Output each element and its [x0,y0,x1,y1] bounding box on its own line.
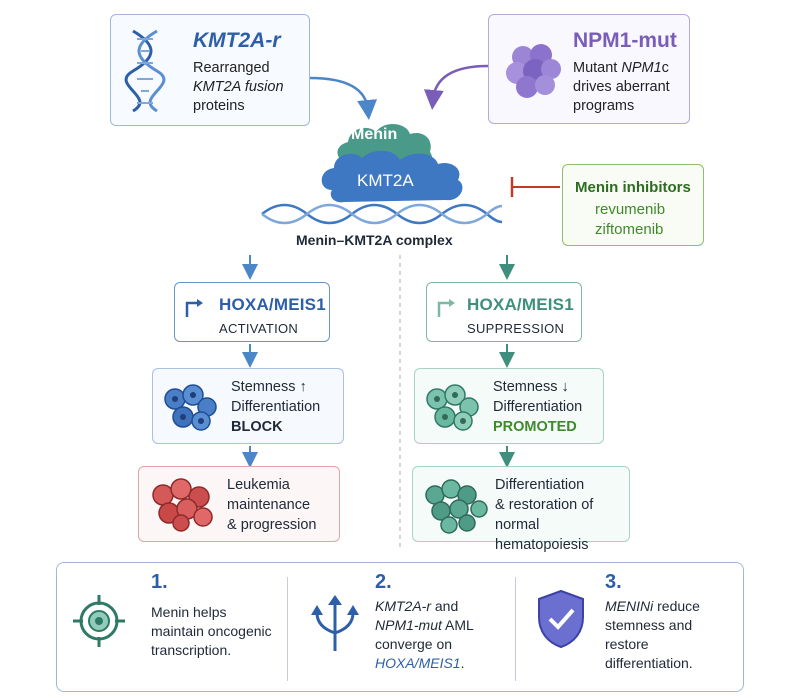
protein-cluster-icon [506,44,561,98]
left-promoter-title: HOXA/MEIS1 [219,295,326,314]
right-stemness-text: Stemness ↓ Differentiation PROMOTED [493,379,583,435]
summary-2-text: KMT2A-r and NPM1-mut AML converge on HOX… [375,598,474,671]
left-promoter-box: HOXA/MEIS1 ACTIVATION [174,282,330,342]
right-promoter-box: HOXA/MEIS1 SUPPRESSION [426,282,582,342]
left-stemness-box: Stemness ↑ Differentiation BLOCK [152,368,344,444]
promoter-arrow-icon [437,299,455,317]
kmt2a-r-box: KMT2A-r Rearranged KMT2A fusion proteins [110,14,310,126]
menin-inhibitors-box: Menin inhibitors revumenib ziftomenib [562,164,704,246]
right-promoter-title: HOXA/MEIS1 [467,295,574,314]
restoration-text: Differentiation & restoration of normal … [495,477,594,553]
menin-inhibitors-title: Menin inhibitors [575,179,691,196]
promoter-arrow-icon [185,299,203,317]
summary-3-text: MENINi reduce stemness and restore diffe… [605,598,700,671]
menin-label: Menin [351,126,398,143]
restoration-box: Differentiation & restoration of normal … [412,466,630,553]
drug-revumenib: revumenib [595,201,666,218]
teal-cell-cluster-icon [425,479,488,534]
summary-divider [515,577,516,681]
arrow-npm1-to-complex [423,64,489,110]
dna-helix-icon [124,29,166,113]
kmt2a-label: KMT2A [357,171,414,190]
summary-1-text: Menin helps maintain oncogenic transcrip… [151,604,272,658]
right-stemness-box: Stemness ↓ Differentiation PROMOTED [414,368,604,444]
kmt2a-r-description: Rearranged KMT2A fusion proteins [193,60,284,114]
teal-cell-cluster-icon [426,384,479,431]
drug-ziftomenib: ziftomenib [595,221,664,238]
summary-2-number: 2. [375,571,392,593]
dna-strand-icon [261,203,503,225]
npm1-mut-box: NPM1-mut Mutant NPM1c drives aberrant pr… [488,14,690,124]
target-icon [73,595,125,647]
blue-cell-cluster-icon [164,384,217,431]
npm1-mut-title: NPM1-mut [573,29,677,52]
menin-kmt2a-cloud [321,123,463,203]
npm1-mut-description: Mutant NPM1c drives aberrant programs [573,60,670,114]
shield-check-icon [538,589,584,649]
summary-divider [287,577,288,681]
red-cell-cluster-icon [152,478,213,532]
summary-3-number: 3. [605,571,622,593]
left-promoter-state: ACTIVATION [219,321,299,336]
leukemia-box: Leukemia maintenance & progression [138,466,340,542]
arrow-kmt2a-to-complex [309,76,378,120]
summary-panel: 1. Menin helps maintain oncogenic transc… [56,562,744,692]
left-stemness-text: Stemness ↑ Differentiation BLOCK [231,379,321,435]
right-promoter-state: SUPPRESSION [467,321,565,336]
kmt2a-r-title: KMT2A-r [193,29,281,52]
leukemia-text: Leukemia maintenance & progression [227,477,317,533]
summary-1-number: 1. [151,571,168,593]
converging-arrows-icon [311,595,359,651]
complex-label: Menin–KMT2A complex [296,232,453,248]
